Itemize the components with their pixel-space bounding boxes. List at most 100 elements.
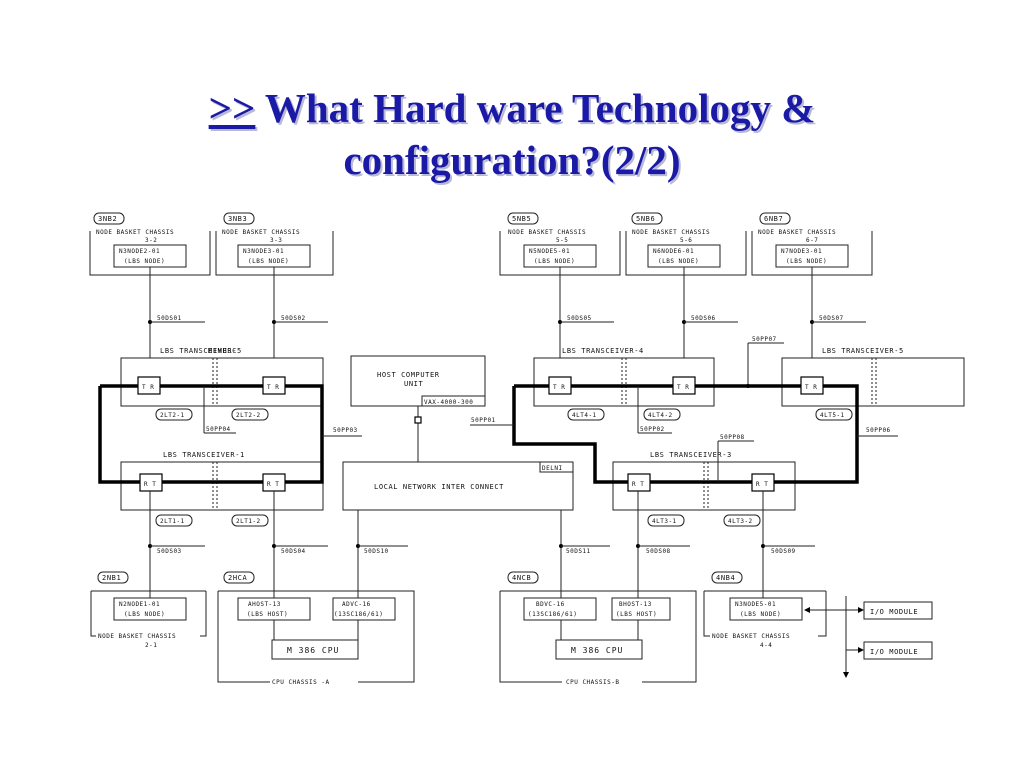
svg-text:4NCB: 4NCB <box>512 574 531 582</box>
svg-text:5NB6: 5NB6 <box>636 215 655 223</box>
svg-text:50PP03: 50PP03 <box>333 427 358 434</box>
title-line-1: >> What Hard ware Technology & <box>0 82 1024 134</box>
svg-text:T R: T R <box>677 384 689 391</box>
svg-text:LBS TRANSCEIVER-1: LBS TRANSCEIVER-1 <box>163 451 245 459</box>
svg-text:M 386 CPU: M 386 CPU <box>571 646 623 655</box>
host-computer-unit: HOST COMPUTER UNIT VAX-4000-300 <box>350 355 486 462</box>
svg-text:4LT4-2: 4LT4-2 <box>648 412 673 419</box>
svg-text:4-4: 4-4 <box>760 642 772 649</box>
io-module-1 <box>863 601 933 620</box>
svg-text:I/O MODULE: I/O MODULE <box>870 648 918 656</box>
svg-text:3NB3: 3NB3 <box>228 215 247 223</box>
top-node-5nb6: 5NB6 NODE BASKET CHASSIS 5-6 N6NODE6-01 … <box>625 212 747 276</box>
svg-text:LBS TRANSCEIVER-5: LBS TRANSCEIVER-5 <box>160 347 242 355</box>
svg-text:BHOST-13: BHOST-13 <box>619 601 652 608</box>
svg-text:ADVC-16: ADVC-16 <box>342 601 371 608</box>
svg-text:50DS10: 50DS10 <box>364 548 389 555</box>
svg-text:50DS01: 50DS01 <box>157 315 182 322</box>
svg-text:50PP02: 50PP02 <box>640 426 665 433</box>
port-4lt3-1: R T <box>627 473 651 492</box>
svg-text:(13SC186/61): (13SC186/61) <box>334 611 383 618</box>
bottom-node-4nb4: 4NB4 N3NODE5-01 (LBS NODE) NODE BASKET C… <box>703 571 827 649</box>
svg-text:4LT4-1: 4LT4-1 <box>572 412 597 419</box>
svg-text:HOST COMPUTER: HOST COMPUTER <box>377 371 440 379</box>
top-drop-cables: 50DS01 50DS02 50DS05 50DS06 50DS07 <box>148 267 866 378</box>
svg-text:2HCA: 2HCA <box>228 574 247 582</box>
svg-text:T R: T R <box>142 384 154 391</box>
top-node-6nb7: 6NB7 NODE BASKET CHASSIS 6-7 N7NODE3-01 … <box>751 212 873 276</box>
bottom-drop-cables: 50DS03 50DS04 50DS10 50DS11 50DS08 50DS0… <box>148 491 815 598</box>
svg-text:2-1: 2-1 <box>145 642 157 649</box>
title-text-1: What Hard ware Technology & <box>255 85 816 131</box>
svg-text:2LT2-2: 2LT2-2 <box>236 412 261 419</box>
svg-text:50DS05: 50DS05 <box>567 315 592 322</box>
svg-text:N3NODE3-01: N3NODE3-01 <box>243 248 284 255</box>
port-4lt5-1: T R <box>800 376 824 395</box>
svg-text:50PP04: 50PP04 <box>206 426 231 433</box>
svg-text:50PP07: 50PP07 <box>752 336 777 343</box>
svg-text:3-2: 3-2 <box>145 237 157 244</box>
svg-text:(LBS NODE): (LBS NODE) <box>124 611 165 618</box>
svg-text:CPU CHASSIS -A: CPU CHASSIS -A <box>272 679 330 686</box>
port-4lt4-1: T R <box>548 376 572 395</box>
svg-text:2NB1: 2NB1 <box>102 574 121 582</box>
top-node-3nb2: 3NB2 NODE BASKET CHASSIS 3-2 N3NODE2-01 … <box>89 212 211 276</box>
svg-text:NODE BASKET CHASSIS: NODE BASKET CHASSIS <box>222 229 300 236</box>
svg-text:50DS09: 50DS09 <box>771 548 796 555</box>
svg-text:T R: T R <box>553 384 565 391</box>
svg-text:2LT2-1: 2LT2-1 <box>160 412 185 419</box>
svg-text:I/O MODULE: I/O MODULE <box>870 608 918 616</box>
svg-text:R T: R T <box>267 481 279 488</box>
svg-text:(LBS NODE): (LBS NODE) <box>534 258 575 265</box>
svg-text:NODE BASKET CHASSIS: NODE BASKET CHASSIS <box>712 633 790 640</box>
top-node-3nb3: 3NB3 NODE BASKET CHASSIS 3-3 N3NODE3-01 … <box>215 212 334 276</box>
svg-text:5-6: 5-6 <box>680 237 692 244</box>
port-4lt3-2: R T <box>751 473 775 492</box>
svg-text:T R: T R <box>267 384 279 391</box>
svg-text:(LBS NODE): (LBS NODE) <box>658 258 699 265</box>
svg-text:UNIT: UNIT <box>404 380 423 388</box>
svg-text:MEMBSC: MEMBSC <box>208 347 237 355</box>
svg-text:LBS TRANSCEIVER-5: LBS TRANSCEIVER-5 <box>822 347 904 355</box>
svg-text:LBS TRANSCEIVER-4: LBS TRANSCEIVER-4 <box>562 347 644 355</box>
svg-text:50PP08: 50PP08 <box>720 434 745 441</box>
svg-text:(LBS NODE): (LBS NODE) <box>124 258 165 265</box>
io-module-2 <box>863 641 933 660</box>
bottom-node-2nb1: 2NB1 N2NODE1-01 (LBS NODE) NODE BASKET C… <box>90 571 207 649</box>
svg-text:50DS02: 50DS02 <box>281 315 306 322</box>
svg-text:(LBS NODE): (LBS NODE) <box>740 611 781 618</box>
svg-text:NODE BASKET CHASSIS: NODE BASKET CHASSIS <box>98 633 176 640</box>
svg-text:50DS04: 50DS04 <box>281 548 306 555</box>
svg-text:LBS TRANSCEIVER-3: LBS TRANSCEIVER-3 <box>650 451 732 459</box>
nav-link[interactable]: >> <box>208 85 256 131</box>
svg-text:N5NODE5-01: N5NODE5-01 <box>529 248 570 255</box>
port-2lt1-1: R T <box>139 473 163 492</box>
cpu-chassis-b: 4NCB BDVC-16 (13SC186/61) BHOST-13 (LBS … <box>499 571 697 686</box>
svg-text:VAX-4000-300: VAX-4000-300 <box>424 399 473 406</box>
svg-text:2LT1-2: 2LT1-2 <box>236 518 261 525</box>
svg-text:(LBS HOST): (LBS HOST) <box>616 611 657 618</box>
svg-text:N2NODE1-01: N2NODE1-01 <box>119 601 160 608</box>
svg-text:N3NODE2-01: N3NODE2-01 <box>119 248 160 255</box>
port-2lt2-2: T R <box>262 376 286 395</box>
svg-text:50DS11: 50DS11 <box>566 548 591 555</box>
svg-text:BDVC-16: BDVC-16 <box>536 601 565 608</box>
svg-text:N3NODE5-01: N3NODE5-01 <box>735 601 776 608</box>
svg-text:50PP01: 50PP01 <box>471 417 496 424</box>
svg-text:CPU CHASSIS-B: CPU CHASSIS-B <box>566 679 619 686</box>
svg-text:50DS06: 50DS06 <box>691 315 716 322</box>
svg-text:4NB4: 4NB4 <box>716 574 735 582</box>
svg-text:N6NODE6-01: N6NODE6-01 <box>653 248 694 255</box>
ports: T R T R R T R T T R T R T R R T R T <box>137 376 824 492</box>
svg-text:50DS07: 50DS07 <box>819 315 844 322</box>
svg-text:R T: R T <box>756 481 768 488</box>
svg-text:5-5: 5-5 <box>556 237 568 244</box>
svg-text:LOCAL NETWORK INTER CONNECT: LOCAL NETWORK INTER CONNECT <box>374 483 504 491</box>
svg-text:R T: R T <box>144 481 156 488</box>
svg-text:50DS03: 50DS03 <box>157 548 182 555</box>
svg-text:50PP06: 50PP06 <box>866 427 891 434</box>
svg-text:NODE BASKET CHASSIS: NODE BASKET CHASSIS <box>632 229 710 236</box>
svg-text:DELNI: DELNI <box>542 465 563 472</box>
port-tags: 2LT2-1 2LT2-2 2LT1-1 2LT1-2 4LT4-1 4LT4-… <box>155 408 853 527</box>
